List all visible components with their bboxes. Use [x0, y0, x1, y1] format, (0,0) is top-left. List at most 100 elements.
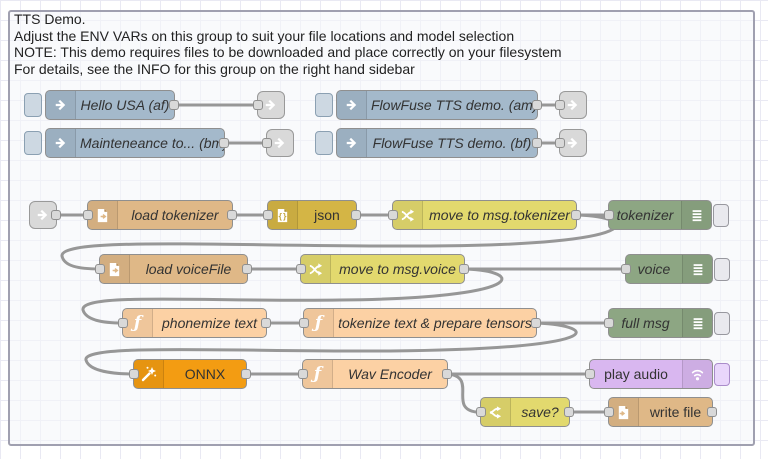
port-out[interactable] — [531, 318, 541, 328]
group-label-line: TTS Demo. — [14, 11, 86, 27]
wire[interactable] — [81, 267, 504, 325]
node-inject-flowfuse-bf[interactable]: FlowFuse TTS demo. (bf) — [315, 128, 542, 158]
node-label: move to msg.voice — [339, 261, 456, 277]
port-in[interactable] — [555, 100, 565, 110]
group-label-line: NOTE: This demo requires files to be dow… — [14, 44, 562, 60]
file-export-icon — [88, 201, 118, 229]
arrow-right-icon — [567, 99, 578, 111]
port-out[interactable] — [351, 210, 361, 220]
port-in[interactable] — [253, 100, 263, 110]
file-export-icon — [100, 255, 130, 283]
audio-toggle-button[interactable] — [714, 363, 730, 386]
arrow-right-icon — [37, 209, 48, 221]
port-in[interactable] — [298, 369, 308, 379]
inject-button[interactable] — [24, 131, 42, 155]
node-load-tokenizer[interactable]: load tokenizer — [83, 200, 237, 230]
port-out[interactable] — [219, 138, 229, 148]
node-write-file[interactable]: write file — [604, 397, 717, 427]
node-label: load voiceFile — [145, 261, 232, 277]
port-in[interactable] — [262, 138, 272, 148]
node-label: ONNX — [184, 366, 226, 382]
node-wav-encoder[interactable]: ƒ Wav Encoder — [298, 359, 452, 389]
group-label-line: For details, see the INFO for this group… — [14, 60, 415, 77]
node-link-out[interactable] — [555, 129, 587, 157]
port-out[interactable] — [169, 100, 179, 110]
node-label: Hello USA (af) — [80, 97, 170, 113]
node-label: tokenizer — [616, 207, 674, 223]
node-json[interactable]: {} json — [263, 200, 361, 230]
svg-text:{}: {} — [278, 211, 287, 220]
italic-f-icon: ƒ — [303, 360, 333, 388]
debug-toggle-button[interactable] — [714, 312, 730, 335]
port-in[interactable] — [129, 369, 139, 379]
group-label-line: Adjust the ENV VARs on this group to sui… — [14, 27, 515, 44]
italic-f-icon: ƒ — [304, 309, 334, 337]
port-in[interactable] — [604, 318, 614, 328]
port-in[interactable] — [476, 407, 486, 417]
wire[interactable] — [84, 321, 578, 376]
node-label: save? — [521, 404, 559, 420]
port-in[interactable] — [263, 210, 273, 220]
port-in[interactable] — [585, 369, 595, 379]
port-out[interactable] — [532, 138, 542, 148]
node-label: write file — [649, 404, 702, 420]
node-debug-full-msg[interactable]: full msg — [604, 308, 730, 338]
node-inject-maintenance[interactable]: Mainteneance to... (bm) — [24, 128, 229, 158]
debug-toggle-button[interactable] — [714, 258, 730, 281]
node-save-switch[interactable]: save? — [476, 397, 574, 427]
port-out[interactable] — [707, 407, 717, 417]
port-out[interactable] — [242, 264, 252, 274]
port-out[interactable] — [459, 264, 469, 274]
magic-wand-icon — [134, 360, 164, 388]
node-link-in[interactable] — [29, 201, 61, 229]
node-label: json — [314, 207, 340, 223]
node-label: Wav Encoder — [348, 366, 432, 382]
wire[interactable] — [446, 372, 478, 414]
node-link-out[interactable] — [555, 91, 587, 119]
node-label: load tokenizer — [131, 207, 219, 223]
node-debug-tokenizer[interactable]: tokenizer — [604, 200, 729, 230]
node-move-to-msg-voice[interactable]: move to msg.voice — [296, 254, 469, 284]
port-in[interactable] — [604, 210, 614, 220]
node-inject-hello-usa[interactable]: Hello USA (af) — [24, 90, 179, 120]
node-label: phonemize text — [162, 315, 257, 331]
port-in[interactable] — [604, 407, 614, 417]
node-debug-voice[interactable]: voice — [621, 254, 730, 284]
arrow-right-icon — [337, 91, 367, 119]
port-in[interactable] — [621, 264, 631, 274]
port-out[interactable] — [532, 100, 542, 110]
port-in[interactable] — [299, 318, 309, 328]
node-tokenize-prepare-tensors[interactable]: ƒ tokenize text & prepare tensors — [299, 308, 541, 338]
arrow-right-icon — [337, 129, 367, 157]
port-out[interactable] — [261, 318, 271, 328]
node-onnx[interactable]: ONNX — [129, 359, 251, 389]
port-in[interactable] — [118, 318, 128, 328]
port-in[interactable] — [296, 264, 306, 274]
node-label: FlowFuse TTS demo. (bf) — [372, 135, 532, 151]
node-play-audio[interactable]: play audio — [585, 359, 730, 389]
node-move-to-msg-tokenizer[interactable]: move to msg.tokenizer — [388, 200, 581, 230]
node-phonemize-text[interactable]: ƒ phonemize text — [118, 308, 271, 338]
inject-button[interactable] — [24, 93, 42, 117]
port-out[interactable] — [227, 210, 237, 220]
node-label: FlowFuse TTS demo. (am) — [371, 97, 537, 113]
node-load-voicefile[interactable]: load voiceFile — [95, 254, 252, 284]
list-icon — [681, 201, 711, 229]
node-label: play audio — [604, 366, 668, 382]
port-out[interactable] — [564, 407, 574, 417]
node-link-out[interactable] — [253, 91, 285, 119]
debug-toggle-button[interactable] — [713, 204, 729, 227]
port-out[interactable] — [571, 210, 581, 220]
node-link-out[interactable] — [262, 129, 294, 157]
port-in[interactable] — [388, 210, 398, 220]
node-inject-flowfuse-am[interactable]: FlowFuse TTS demo. (am) — [315, 90, 542, 120]
inject-button[interactable] — [315, 131, 333, 155]
port-out[interactable] — [241, 369, 251, 379]
port-out[interactable] — [51, 210, 61, 220]
port-in[interactable] — [95, 264, 105, 274]
port-in[interactable] — [83, 210, 93, 220]
port-in[interactable] — [555, 138, 565, 148]
port-out[interactable] — [442, 369, 452, 379]
inject-button[interactable] — [315, 93, 333, 117]
